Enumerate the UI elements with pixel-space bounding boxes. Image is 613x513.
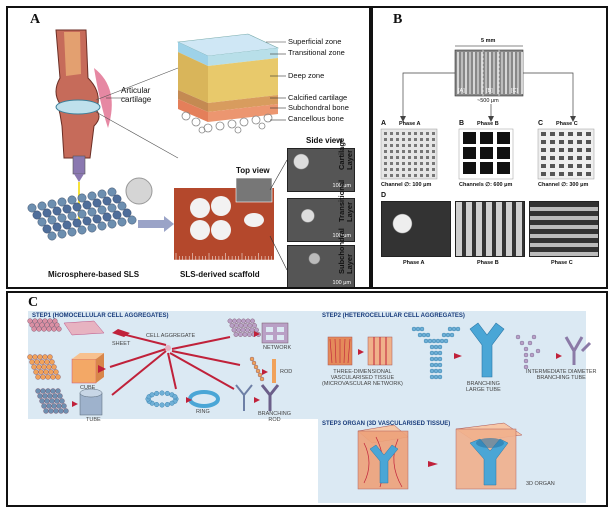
zone-label-5: Cancellous bone [288,114,344,123]
zone-label-0: Superficial zone [288,37,342,46]
joint-illustration [27,29,288,271]
sem-cartilage-layer: 100 μm [287,148,355,192]
sem-transitional-layer: 100 μm [287,198,355,242]
phase-b-title: Phase B [477,121,499,127]
step1-title: STEP1 (HOMOCELLULAR CELL AGGREGATES) [32,313,169,319]
row-d-phase-a: Phase A [403,260,425,266]
phase-c-channel: Channel ∅: 300 μm [538,182,589,188]
phase-b-channel: Channels ∅: 600 μm [459,182,513,188]
panel-a: A [6,6,371,289]
phase-a-channel: Channel ∅: 100 μm [381,182,432,188]
panel-c-label: C [28,295,39,310]
zone-label-3: Calcified cartilage [288,93,348,102]
sem-subchondral-layer: 100 μm [287,245,355,287]
layer-label-2: Subchondral Layer [337,228,354,274]
row-d-phase-b: Phase B [477,260,499,266]
phase-c-title: Phase C [556,121,578,127]
rod-label: ROD [280,369,293,375]
ring-label: RING [196,409,210,415]
scale-bar-1: 100 μm [332,233,351,239]
b-phase-mark-c: [C] [511,88,519,94]
b-phase-mark-b: [B] [486,88,493,94]
top-view-label: Top view [236,166,270,175]
vascularised-label: THREE-DIMENSIONAL VASCULARISED TISSUE (M… [322,369,403,387]
caption-microsphere-sls: Microsphere-based SLS [48,270,140,279]
caption-sls-scaffold: SLS-derived scaffold [180,270,260,279]
phase-b-letter: B [459,120,465,127]
side-view-label: Side view [306,136,343,145]
articular-cartilage-label: Articular cartilage [121,86,152,104]
zone-label-1: Transitional zone [288,48,345,57]
scale-bar-0: 100 μm [332,183,351,189]
layer-label-0: Cartilage Layer [337,137,354,170]
step2-title: STEP2 (HETEROCELLULAR CELL AGGREGATES) [322,313,465,319]
b-scale-small: ~500 μm [477,98,499,104]
panel-a-label: A [30,12,41,27]
scale-bar-2: 100 μm [332,280,351,286]
intermediate-label: INTERMEDIATE DIAMETER BRANCHING TUBE [526,369,597,381]
cube-label: CUBE [80,385,96,391]
bioprinting-diagram [27,318,592,490]
zone-label-2: Deep zone [288,71,325,80]
zone-label-4: Subchondral bone [288,103,349,112]
row-d-phase-c: Phase C [551,260,573,266]
panel-b-label: B [393,12,403,27]
layer-label-1: Transitional Layer [337,179,354,222]
sem-d-phase-a [381,201,451,257]
cell-aggregate-label: CELL AGGREGATE [146,333,196,339]
sem-d-phase-b [455,201,525,257]
branching-large-label: BRANCHING LARGE TUBE [466,381,501,393]
b-phase-mark-a: [A] [458,88,465,94]
phase-a-letter: A [381,120,387,127]
organ-label: 3D ORGAN [526,481,555,487]
panel-c: C [6,291,608,507]
row-d-letter: D [381,192,387,199]
network-label: NETWORK [263,345,292,351]
step3-title: STEP3 ORGAN (3D VASCULARISED TISSUE) [322,421,451,427]
branching-rod-label: BRANCHING ROD [258,411,292,423]
phase-a-title: Phase A [399,121,421,127]
b-scale-label: 5 mm [481,38,496,44]
phase-diagram [380,45,595,180]
sheet-label: SHEET [112,341,131,347]
tube-label: TUBE [86,417,101,423]
phase-c-letter: C [538,120,544,127]
panel-b: B 5 mm [A] [B] [C] ~500 μm A Phase A B P… [371,6,608,289]
sem-d-phase-c [529,201,599,257]
